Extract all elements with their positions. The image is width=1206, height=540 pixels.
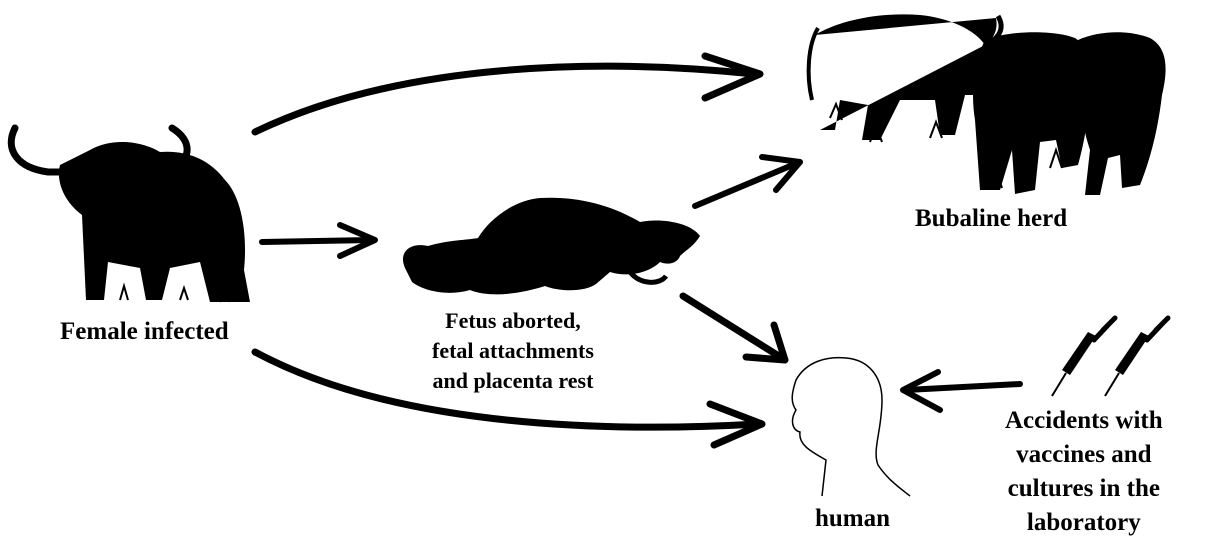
aborted-fetus-icon bbox=[403, 198, 700, 295]
label-female-infected: Female infected bbox=[60, 318, 229, 346]
arrow-fetus-to-human bbox=[683, 296, 785, 360]
label-fetus-line: fetal attachments bbox=[432, 336, 594, 366]
label-fetus-line: and placenta rest bbox=[432, 366, 594, 396]
arrow-female-to-herd bbox=[255, 56, 760, 132]
label-fetus-line: Fetus aborted, bbox=[432, 306, 594, 336]
label-accidents-line: Accidents with bbox=[1005, 404, 1163, 438]
label-fetus: Fetus aborted, fetal attachments and pla… bbox=[432, 306, 594, 396]
label-accidents-line: laboratory bbox=[1005, 506, 1163, 540]
label-accidents-line: cultures in the bbox=[1005, 472, 1163, 506]
label-accidents-line: vaccines and bbox=[1005, 438, 1163, 472]
arrow-accidents-to-human bbox=[903, 372, 1020, 410]
buffalo-herd-icon bbox=[809, 14, 1166, 195]
label-human: human bbox=[815, 505, 890, 533]
buffalo-silhouette-icon bbox=[11, 128, 250, 302]
arrow-female-to-fetus bbox=[262, 225, 375, 256]
label-bubaline-herd: Bubaline herd bbox=[915, 205, 1067, 233]
human-head-icon bbox=[792, 358, 910, 496]
syringe-icon bbox=[1052, 318, 1168, 396]
label-accidents: Accidents with vaccines and cultures in … bbox=[1005, 404, 1163, 540]
arrow-fetus-to-herd bbox=[695, 157, 800, 206]
